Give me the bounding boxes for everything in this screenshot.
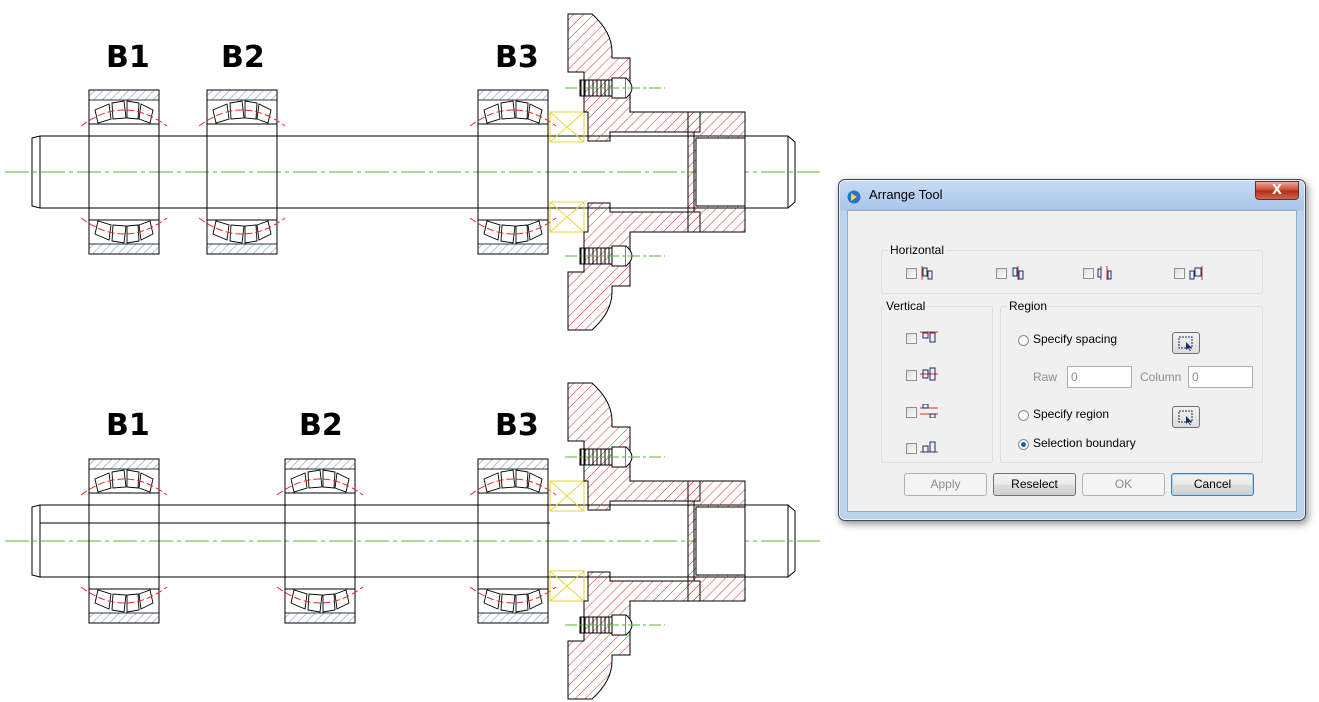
align-center-icon (1012, 266, 1024, 280)
region-group: Region (1000, 299, 1263, 463)
horizontal-option-3-checkbox[interactable] (1083, 268, 1094, 279)
region-group-title: Region (1007, 299, 1050, 313)
dialog-title: Arrange Tool (869, 187, 943, 202)
raw-label: Raw (1033, 370, 1058, 384)
dialog-client-area: Horizontal Vertical (847, 210, 1297, 512)
align-right-icon (1189, 266, 1203, 280)
app-icon (847, 190, 861, 204)
close-icon: X (1271, 183, 1283, 198)
select-window-icon (1178, 410, 1193, 425)
label-b3-bottom: B3 (495, 408, 539, 443)
vertical-option-3-checkbox[interactable] (906, 407, 917, 418)
reselect-button[interactable]: Reselect (993, 473, 1076, 496)
vertical-group: Vertical (881, 299, 993, 463)
distribute-vertical-icon (920, 404, 938, 418)
ok-button[interactable]: OK (1082, 473, 1165, 496)
pick-region-button[interactable] (1172, 406, 1200, 428)
vertical-option-4-checkbox[interactable] (906, 443, 917, 454)
selection-boundary-label: Selection boundary (1033, 436, 1136, 450)
horizontal-option-2-checkbox[interactable] (996, 268, 1007, 279)
align-middle-icon (920, 367, 938, 381)
vertical-option-1-checkbox[interactable] (906, 333, 917, 344)
vertical-option-2-checkbox[interactable] (906, 370, 917, 381)
label-b3-top: B3 (495, 40, 539, 75)
arrange-tool-dialog: Arrange Tool X Horizontal Vertical (838, 179, 1306, 521)
vertical-group-title: Vertical (884, 299, 928, 313)
specify-region-radio[interactable] (1018, 410, 1029, 421)
raw-input[interactable]: 0 (1067, 366, 1132, 388)
align-left-icon (921, 266, 933, 280)
bottom-assembly (5, 382, 820, 700)
close-button[interactable]: X (1255, 181, 1299, 200)
cancel-button[interactable]: Cancel (1171, 473, 1254, 496)
horizontal-group: Horizontal (881, 243, 1263, 294)
column-input[interactable]: 0 (1188, 366, 1253, 388)
label-b1-bottom: B1 (106, 408, 150, 443)
cad-drawing-canvas (5, 13, 820, 700)
specify-region-label: Specify region (1033, 407, 1110, 421)
column-label: Column (1140, 370, 1182, 384)
top-assembly (5, 13, 820, 331)
horizontal-group-title: Horizontal (888, 243, 947, 257)
label-b2-top: B2 (221, 40, 265, 75)
specify-spacing-radio[interactable] (1018, 335, 1029, 346)
pick-spacing-button[interactable] (1172, 332, 1200, 354)
selection-boundary-radio[interactable] (1018, 439, 1029, 450)
label-b1-top: B1 (106, 40, 150, 75)
horizontal-option-1-checkbox[interactable] (906, 268, 917, 279)
specify-spacing-label: Specify spacing (1033, 332, 1118, 346)
distribute-horizontal-icon (1097, 266, 1112, 280)
label-b2-bottom: B2 (299, 408, 343, 443)
horizontal-option-4-checkbox[interactable] (1174, 268, 1185, 279)
align-top-icon (920, 331, 938, 343)
select-window-icon (1178, 336, 1193, 351)
align-bottom-icon (920, 441, 938, 453)
apply-button[interactable]: Apply (904, 473, 987, 496)
